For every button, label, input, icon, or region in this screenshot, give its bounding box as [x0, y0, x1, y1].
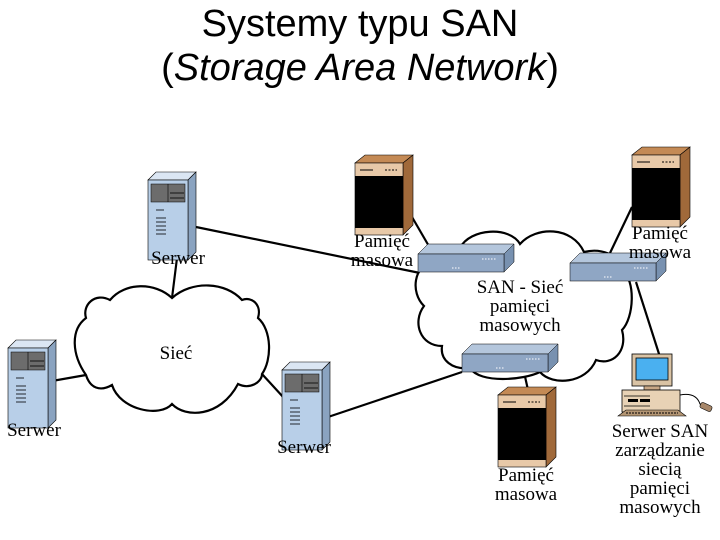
link-storage-mid-to-san-switch-left [411, 216, 431, 249]
workstation-icon[interactable] [617, 353, 713, 417]
connections [51, 206, 705, 419]
san-cloud-label: SAN - Sieć pamięci masowych [476, 277, 564, 336]
link-server-left-to-lan [51, 373, 87, 383]
san-manager-label: Serwer SAN zarządzanie siecią pamięci ma… [611, 421, 709, 518]
server-bottom-label: Serwer [277, 437, 331, 458]
server-top-label: Serwer [151, 248, 205, 269]
link-storage-right-to-san-switch-right [609, 206, 633, 254]
link-server-top-to-san-switch-left [195, 225, 421, 275]
san-switch-bottom-icon[interactable] [461, 343, 559, 373]
link-san-switch-right-to-manager [634, 281, 662, 358]
server-left-icon[interactable] [7, 339, 57, 429]
title-line-2: (Storage Area Network) [161, 47, 559, 89]
storage-top-right-label: Pamięć masowa [628, 223, 692, 263]
lan-cloud-label: Sieć [159, 343, 193, 364]
storage-bottom-label: Pamięć masowa [494, 465, 558, 505]
link-lan-to-server-bottom [261, 373, 285, 399]
server-top-icon[interactable] [147, 171, 197, 261]
server-left-label: Serwer [7, 420, 61, 441]
title-line-1: Systemy typu SAN [201, 3, 519, 45]
link-server-bottom-to-san-switch-bottom [327, 370, 463, 419]
storage-bottom-icon[interactable] [497, 386, 557, 468]
mouse-cable [679, 393, 705, 409]
storage-top-mid-label: Pamięć masowa [350, 231, 414, 271]
lan-cloud [73, 284, 271, 414]
storage-top-mid-icon[interactable] [354, 154, 414, 236]
page-title: Systemy typu SAN (Storage Area Network) [0, 2, 720, 90]
san-switch-left-icon[interactable] [417, 243, 515, 273]
storage-top-right-icon[interactable] [631, 146, 691, 228]
